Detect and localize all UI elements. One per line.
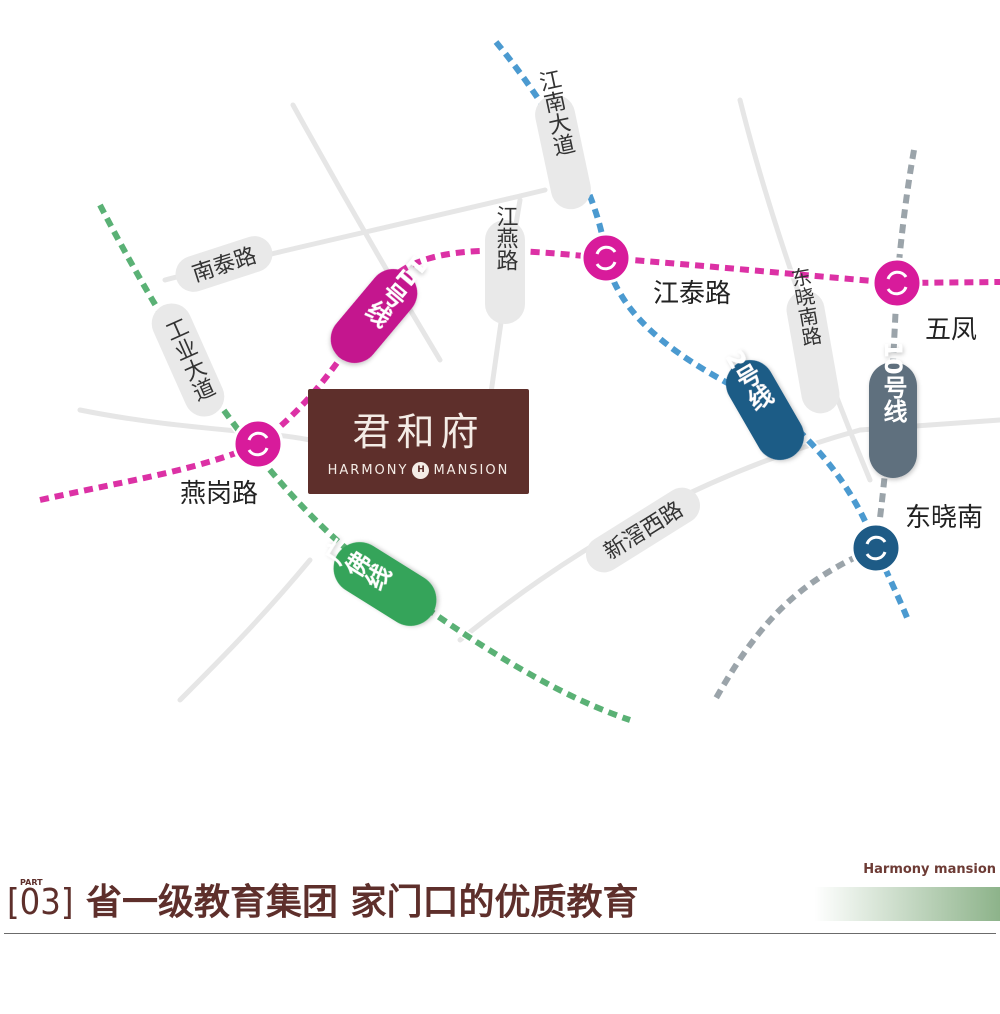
road-diag-north	[290, 102, 443, 363]
project-logo: 君和府 HARMONY H MANSION	[308, 389, 529, 494]
road-label-dongxiaonan: 东晓南路	[786, 265, 840, 414]
project-name-en: HARMONY H MANSION	[308, 462, 529, 479]
line-10-label: 10号线	[879, 341, 907, 424]
footer-gradient-bar	[814, 887, 1000, 921]
footer-divider	[4, 933, 996, 934]
project-name-cn: 君和府	[352, 410, 485, 454]
station-jiangtai: 江泰路	[580, 232, 731, 309]
road-southwest	[177, 557, 313, 703]
project-name-en-left: HARMONY	[327, 463, 409, 478]
road-sw-curve	[77, 407, 313, 443]
station-dongxiaonan-label: 东晓南	[905, 503, 983, 533]
station-wufeng-label: 五凤	[925, 315, 977, 345]
project-name-en-right: MANSION	[433, 463, 510, 478]
road-label-nantai: 南泰路	[175, 236, 273, 292]
road-label-jiangyan-text: 江燕路	[493, 205, 519, 271]
station-yangang: 燕岗路	[180, 418, 284, 509]
part-number: [03]	[7, 882, 74, 923]
station-dongxiaonan: 东晓南	[850, 503, 983, 574]
interchange-icon	[886, 270, 908, 296]
guangfo-pill: 广佛线	[317, 534, 437, 626]
road-label-jiangyan: 江燕路	[485, 205, 525, 324]
footer-brand: Harmony mansion	[863, 862, 996, 877]
station-yangang-label: 燕岗路	[180, 479, 258, 509]
part-label: PART	[20, 878, 43, 887]
interchange-icon	[247, 431, 269, 457]
station-wufeng: 五凤	[871, 257, 977, 345]
road-label-xinjiao: 新滘西路	[585, 487, 701, 573]
interchange-icon	[865, 535, 887, 561]
station-jiangtai-label: 江泰路	[653, 279, 731, 309]
line-10-pill: 10号线	[869, 341, 917, 478]
road-label-gongye: 工业大道	[151, 303, 225, 417]
brand-mark-icon: H	[412, 462, 430, 479]
section-headline: 省一级教育集团 家门口的优质教育	[86, 882, 639, 923]
transit-map: 南泰路 工业大道 江燕路 江南大道 东晓南路 新滘西路 11号线 2号线 10号…	[39, 39, 1000, 725]
interchange-icon	[595, 245, 617, 271]
